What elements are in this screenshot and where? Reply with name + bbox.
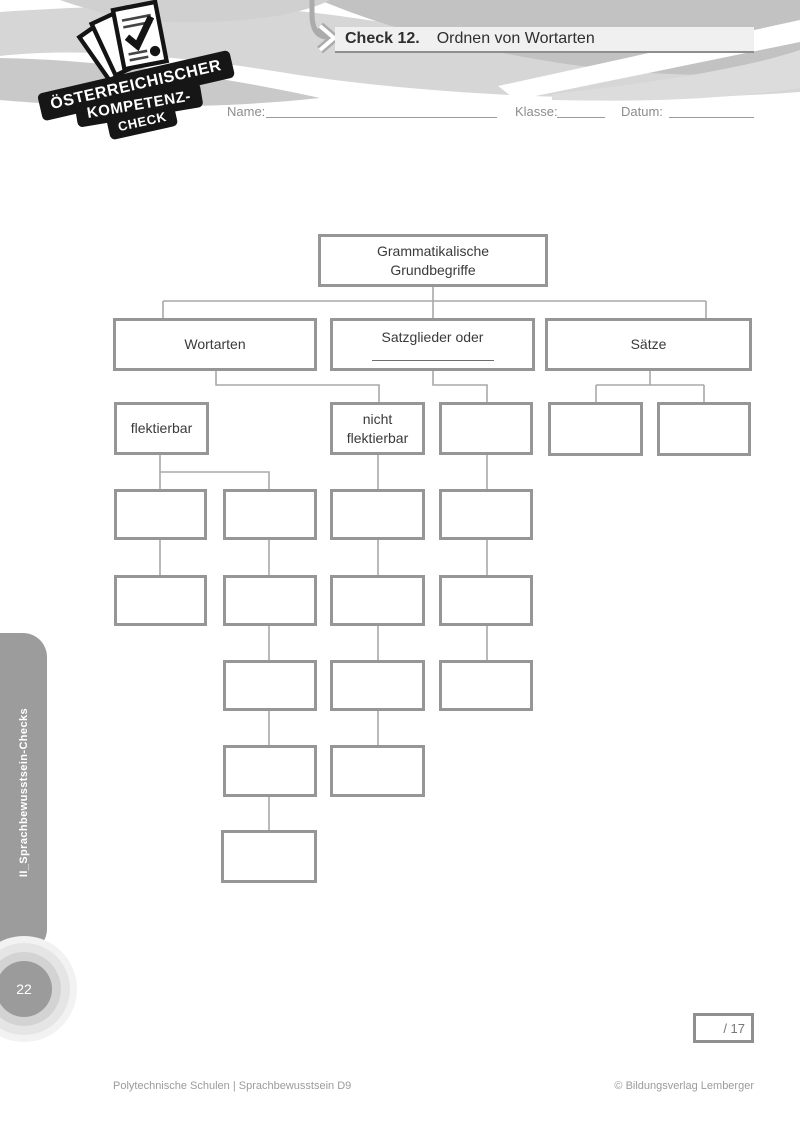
diagram-box-label: Wortarten [184, 336, 246, 353]
diagram-box-empty [548, 402, 643, 456]
page-number-badge: 22 [0, 936, 77, 1042]
name-label: Name: [227, 104, 266, 119]
diagram-box-empty [221, 830, 317, 883]
check-title: Ordnen von Wortarten [436, 30, 595, 47]
score-box: / 17 [693, 1013, 754, 1043]
score-value: / 17 [723, 1020, 745, 1036]
diagram-box-satzglieder: Satzglieder oder [330, 318, 535, 371]
diagram-box-empty [223, 575, 317, 626]
check-number: Check 12. [345, 30, 420, 47]
sidebar-section-tab: II_Sprachbewusstsein-Checks [0, 633, 47, 953]
klasse-fill-line [557, 103, 605, 118]
diagram-box-label: flektierbar [130, 420, 193, 437]
datum-label: Datum: [621, 104, 663, 119]
diagram-box-empty [330, 745, 425, 797]
badge-core: 22 [0, 961, 52, 1017]
diagram-box-empty [330, 575, 425, 626]
diagram-box-label: nicht flektierbar [346, 411, 409, 446]
datum-fill-line [669, 103, 754, 118]
kompetenz-check-logo: ÖSTERREICHISCHER KOMPETENZ- CHECK [14, 0, 251, 151]
diagram-box-empty [439, 575, 533, 626]
diagram-box-empty [223, 745, 317, 797]
diagram-box-empty [330, 660, 425, 711]
check-title-bar: Check 12. Ordnen von Wortarten [335, 27, 754, 53]
footer-series-text: Polytechnische Schulen | Sprachbewusstse… [113, 1080, 352, 1092]
name-fill-line [266, 103, 497, 118]
footer-publisher-text: © Bildungsverlag Lemberger [614, 1080, 754, 1092]
diagram-box-wortarten: Wortarten [113, 318, 317, 371]
diagram-box-empty [223, 660, 317, 711]
arrow-right-icon [309, 0, 341, 54]
klasse-label: Klasse: [515, 104, 558, 119]
sidebar-section-label: II_Sprachbewusstsein-Checks [17, 708, 30, 878]
diagram-box-label: Satzglieder oder [381, 329, 484, 346]
diagram-box-empty [439, 660, 533, 711]
diagram-box-empty [114, 575, 207, 626]
checklist-papers-icon [76, 0, 170, 84]
diagram-box-nicht-flektierbar: nicht flektierbar [330, 402, 425, 455]
diagram-box-saetze: Sätze [545, 318, 752, 371]
page-number: 22 [16, 981, 32, 997]
diagram-box-empty [114, 489, 207, 540]
fill-in-line [371, 347, 494, 361]
diagram-box-empty [439, 489, 533, 540]
diagram-box-empty [223, 489, 317, 540]
diagram-box-label: Grammatikalische Grundbegriffe [376, 243, 490, 278]
diagram-box-label: Sätze [630, 336, 667, 353]
diagram-box-root: Grammatikalische Grundbegriffe [318, 234, 548, 287]
diagram-box-flektierbar: flektierbar [114, 402, 209, 455]
diagram-box-empty [439, 402, 533, 455]
diagram-box-empty [330, 489, 425, 540]
diagram-box-empty [657, 402, 751, 456]
